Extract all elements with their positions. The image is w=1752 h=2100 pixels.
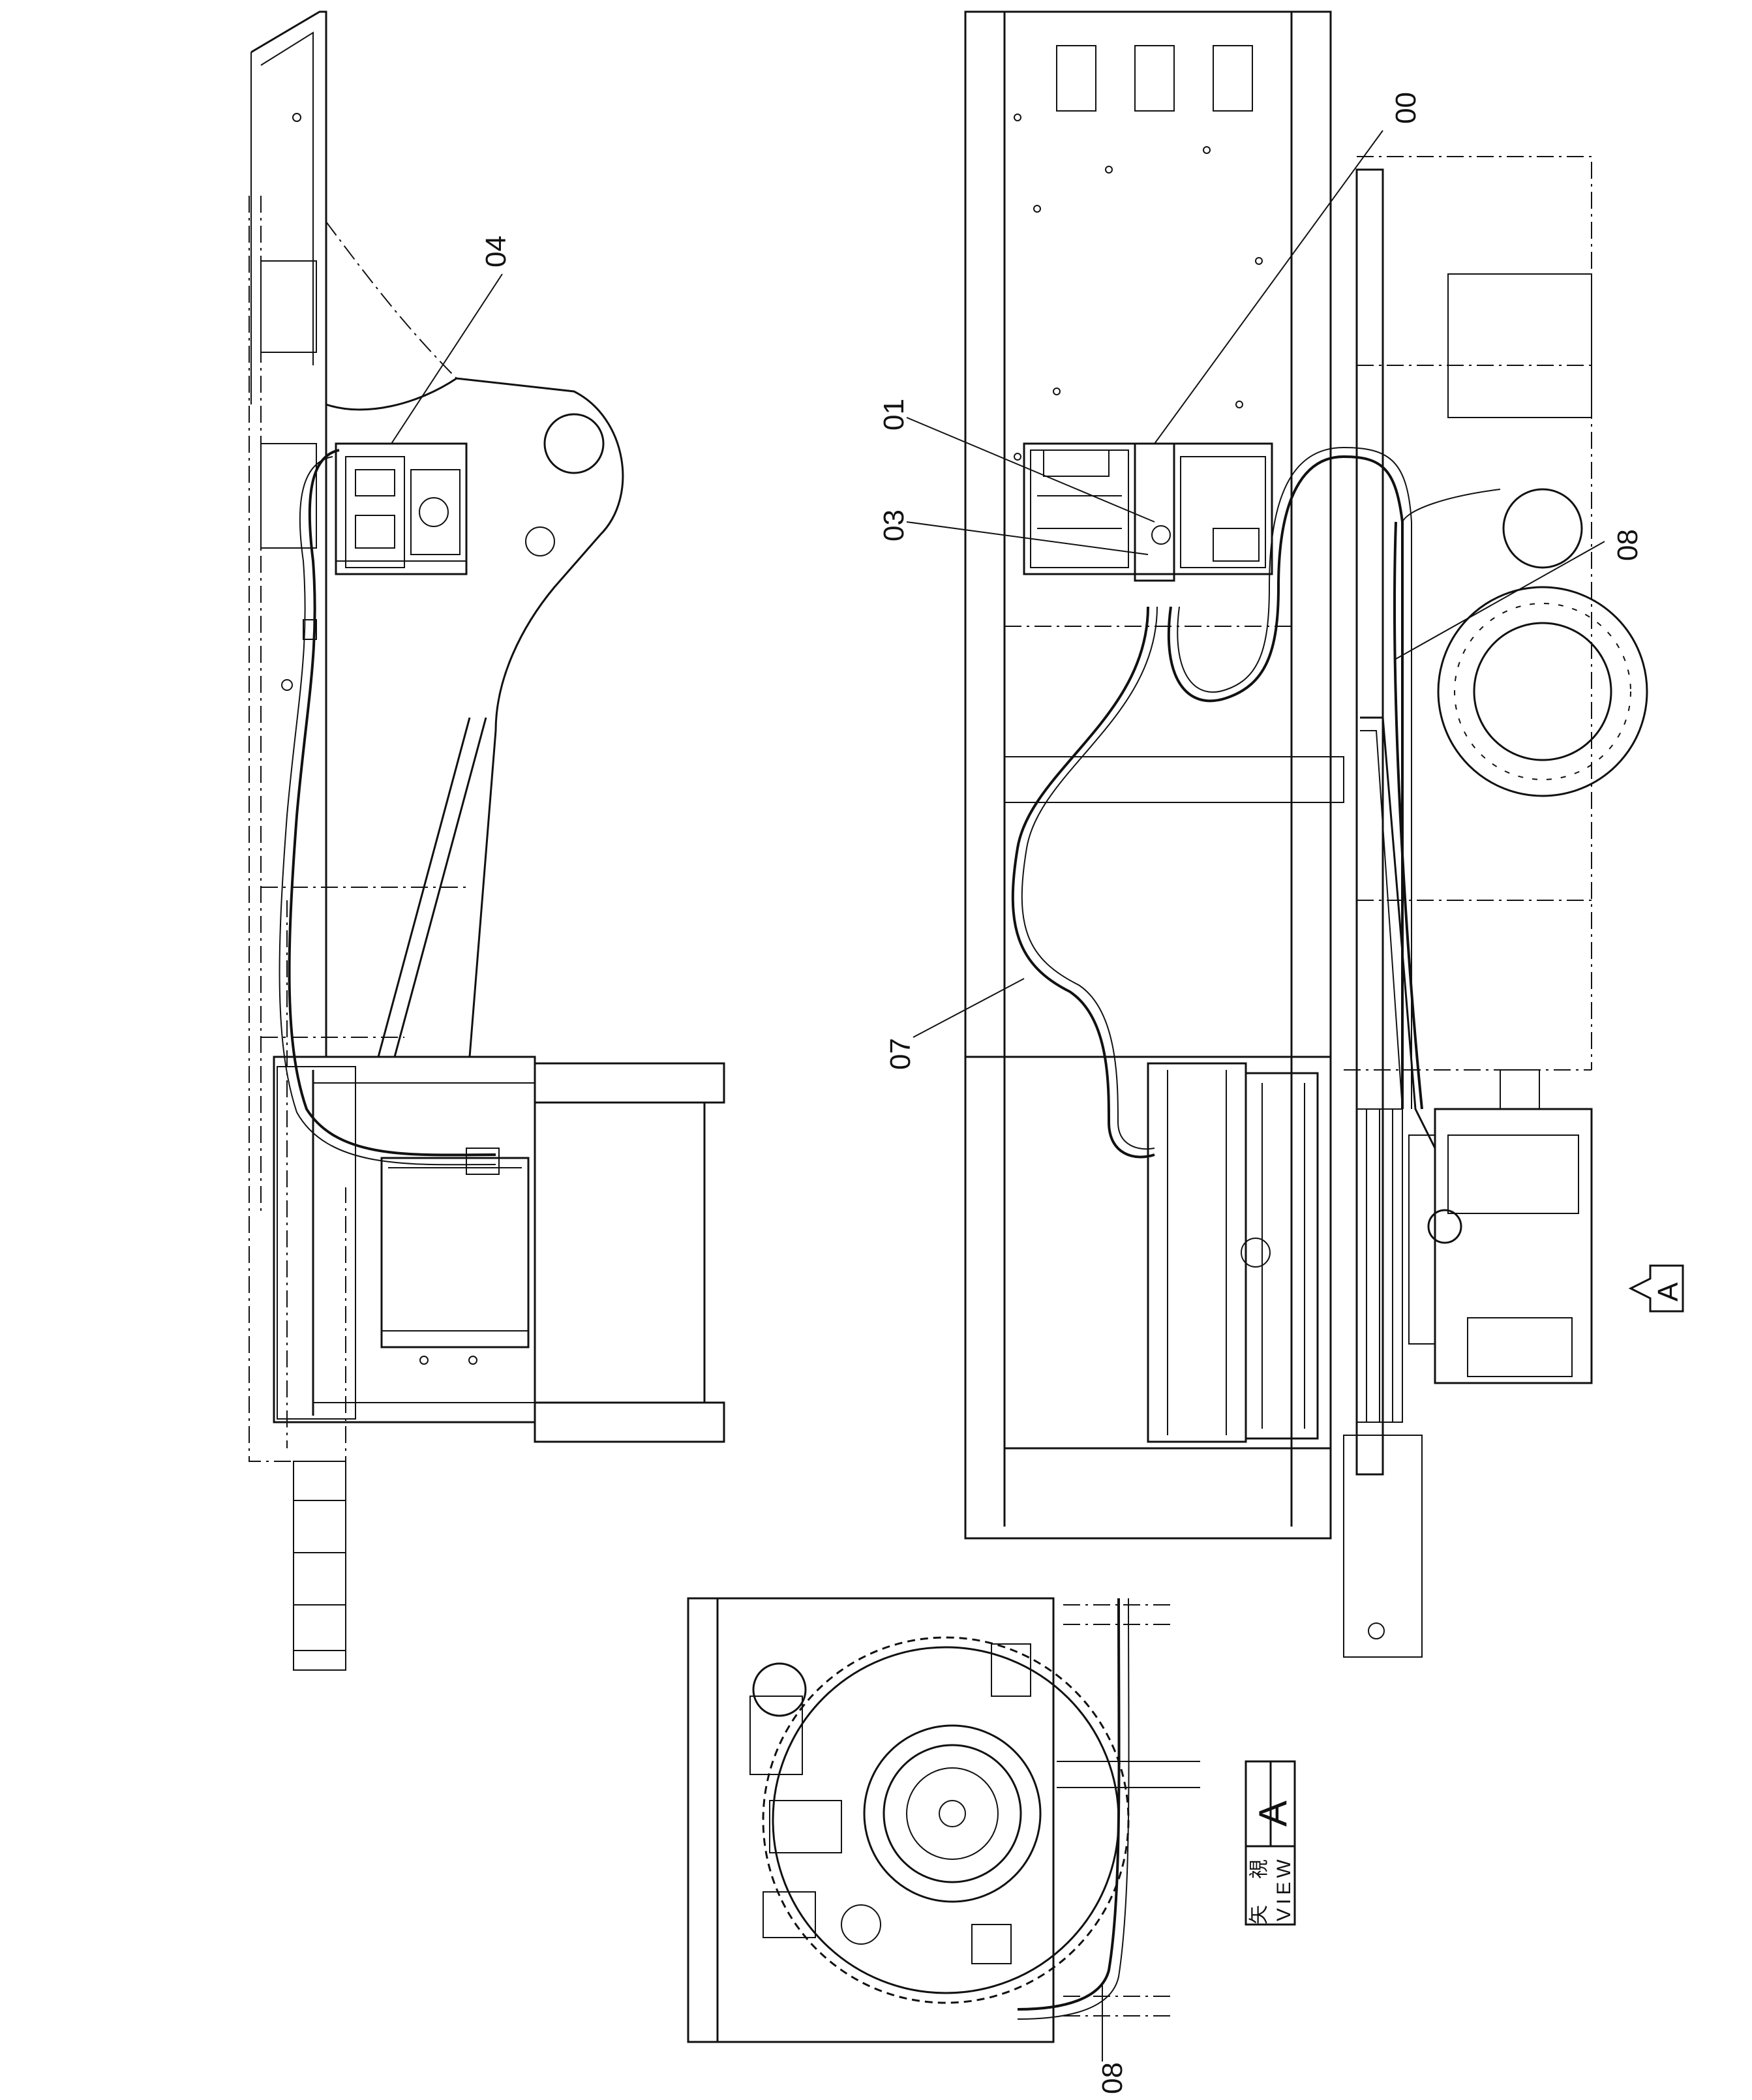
- swing-bearing: [1437, 488, 1648, 797]
- hose-08-view-a: [1017, 1598, 1121, 2011]
- view-kanji-2: 視: [1248, 1859, 1270, 1879]
- arrow-letter: A: [1652, 1282, 1684, 1301]
- label-03: 03: [878, 510, 910, 541]
- label-01: 01: [878, 399, 910, 431]
- view-a-title-box: 矢 視 VIEW A: [1245, 1760, 1296, 1926]
- hose-07: [1011, 606, 1155, 1159]
- right-frame-view: 00 01 03 07 08 A: [878, 10, 1684, 1658]
- view-word: VIEW: [1273, 1855, 1295, 1921]
- label-04: 04: [480, 236, 512, 267]
- label-08b: 08: [1096, 2062, 1128, 2094]
- label-07: 07: [884, 1038, 916, 1070]
- view-a-drawing: 08: [687, 1597, 1200, 2094]
- engine-block: [1408, 1069, 1593, 1384]
- leader-00: [1154, 130, 1383, 444]
- label-00: 00: [1390, 92, 1422, 124]
- label-08a: 08: [1612, 529, 1644, 561]
- leader-01: [906, 417, 1155, 523]
- pump-assembly-main: [1023, 442, 1273, 582]
- leader-07: [913, 978, 1025, 1038]
- leader-03: [906, 521, 1149, 555]
- hose-line-left: [288, 449, 496, 1157]
- view-letter: A: [1251, 1801, 1295, 1827]
- leader-08a: [1395, 541, 1605, 660]
- view-arrow-a: A: [1628, 1264, 1684, 1313]
- view-kanji-1: 矢: [1248, 1905, 1270, 1925]
- pump-assembly-04: [335, 442, 468, 575]
- left-frame-view: 04: [249, 10, 725, 1671]
